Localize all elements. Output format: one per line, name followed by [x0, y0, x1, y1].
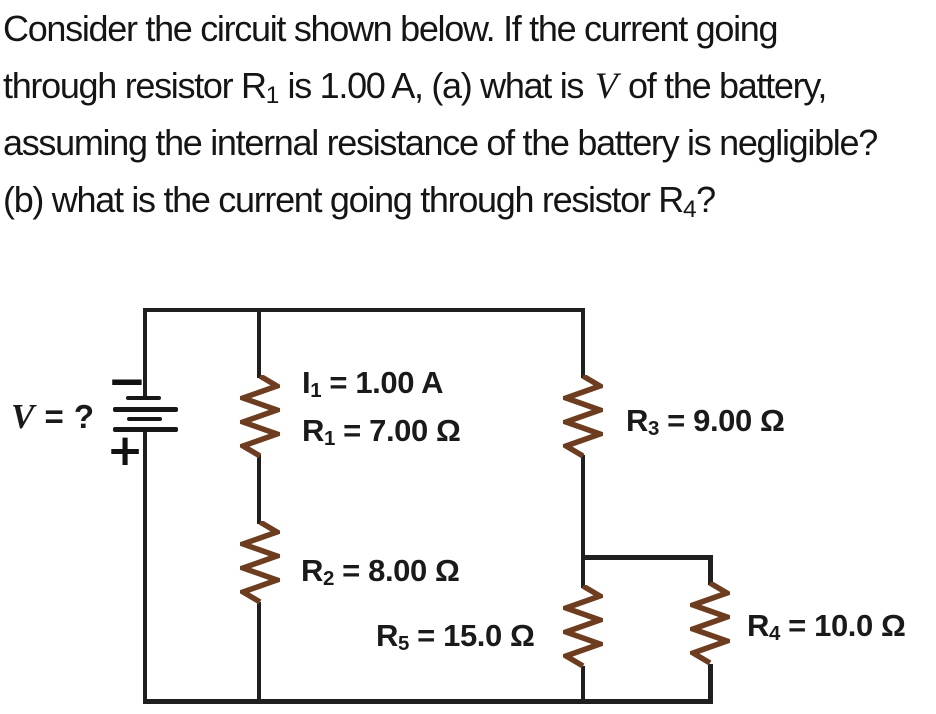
- problem-line: (b) what is the current going through re…: [3, 179, 716, 223]
- label-i1: I1 = 1.00 A: [302, 365, 444, 403]
- battery-plate-short-2: [127, 417, 162, 421]
- wire-r4-upper: [708, 555, 713, 585]
- problem-text: Consider the circuit shown below. If the…: [3, 0, 936, 228]
- resistor-r1-icon: [240, 375, 280, 459]
- battery-plate-long-1: [113, 407, 178, 412]
- voltage-symbol: V: [11, 397, 35, 436]
- wire-right-upper: [581, 308, 585, 378]
- wire-middle-between-r1-r2: [257, 455, 261, 524]
- problem-line: through resistor R1 is 1.00 A, (a) what …: [3, 65, 827, 109]
- label-r2: R2 = 8.00 Ω: [301, 553, 460, 591]
- battery-plate-long-2: [113, 427, 178, 432]
- resistor-r4-icon: [690, 582, 730, 666]
- wire-bottom: [143, 699, 713, 704]
- battery-voltage-label: V = ?: [11, 398, 95, 436]
- resistor-r5-icon: [563, 585, 603, 669]
- wire-right-lower: [581, 666, 585, 704]
- wire-middle-upper: [257, 308, 261, 378]
- resistor-r3-icon: [563, 375, 603, 459]
- wire-left-upper: [143, 308, 147, 396]
- wire-r4-lower: [708, 664, 713, 704]
- label-r3: R3 = 9.00 Ω: [626, 403, 785, 441]
- resistor-r2-icon: [240, 521, 280, 605]
- voltage-rest: = ?: [34, 398, 95, 435]
- battery-plus-sign: +: [106, 425, 144, 476]
- label-r4: R4 = 10.0 Ω: [747, 608, 906, 646]
- battery-plate-short-1: [126, 396, 161, 400]
- wire-top: [143, 308, 585, 312]
- problem-line: assuming the internal resistance of the …: [3, 122, 878, 163]
- wire-middle-lower: [257, 602, 261, 704]
- problem-line: Consider the circuit shown below. If the…: [3, 8, 779, 49]
- wire-left-lower: [143, 432, 147, 704]
- label-r5: R5 = 15.0 Ω: [376, 618, 535, 656]
- wire-r4-connector: [581, 555, 713, 560]
- label-r1: R1 = 7.00 Ω: [302, 413, 461, 451]
- wire-right-between-r3-r5: [581, 455, 585, 588]
